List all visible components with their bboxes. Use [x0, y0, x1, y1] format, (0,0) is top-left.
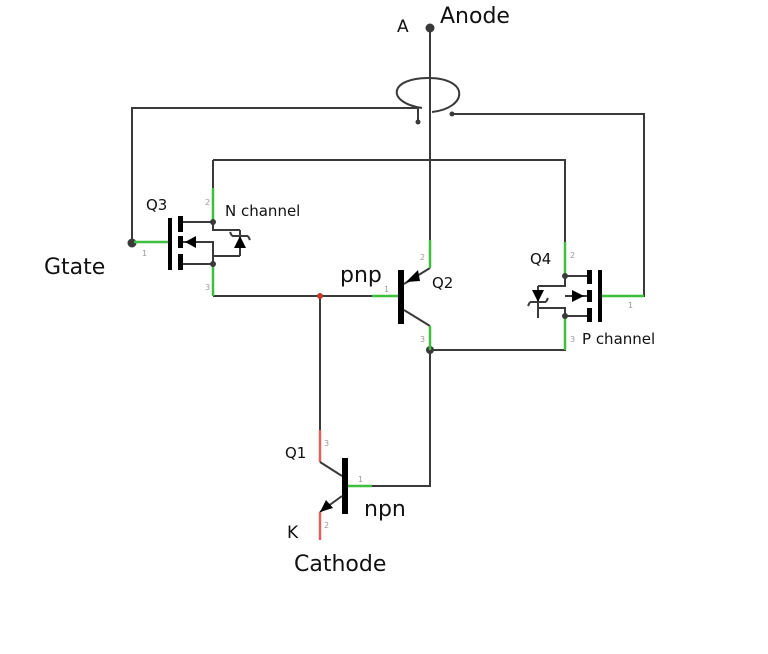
q4-pmos[interactable] — [527, 242, 644, 350]
q2-collector-leg — [403, 309, 431, 327]
q4-gate-plate — [598, 270, 602, 322]
q3-source-node — [210, 261, 216, 267]
q4-type-label: P channel — [582, 330, 655, 348]
q1-pin-2: 2 — [324, 521, 329, 530]
q1-collector-leg — [319, 461, 343, 477]
q1-pin-1: 1 — [358, 475, 363, 484]
q3-designator: Q3 — [146, 196, 167, 214]
q4-drain-node — [562, 313, 568, 319]
q1-base-plate — [342, 458, 348, 514]
q2-pnp[interactable] — [372, 240, 432, 350]
base-junction-node — [317, 293, 323, 299]
anode-label: Anode — [440, 4, 510, 29]
q1-base-wire — [362, 350, 431, 487]
q2-pin-3: 3 — [420, 335, 425, 344]
q4-channel-mid — [587, 290, 592, 302]
q3-pin-3: 3 — [205, 283, 210, 292]
q3-channel-mid — [178, 236, 183, 248]
q2-collector-wire — [429, 330, 566, 351]
gate-wire-end-node — [415, 119, 421, 125]
junction-nodes — [127, 23, 455, 354]
q3-channel-bottom — [178, 254, 183, 270]
q3-drain-leg — [183, 221, 240, 231]
labels: A Anode Gtate Q3 N channel pnp Q2 Q4 P c… — [44, 4, 655, 577]
pin-numbers: 1 2 3 1 2 3 1 2 3 1 3 2 — [142, 198, 633, 530]
anode-terminal[interactable] — [425, 23, 435, 33]
q4-channel-top — [587, 270, 592, 284]
q3-body-leg — [183, 241, 214, 264]
q4-pin-1: 1 — [628, 301, 633, 310]
q3-type-label: N channel — [225, 202, 300, 220]
q2-base-plate — [398, 270, 404, 324]
gate-label: Gtate — [44, 255, 105, 280]
wire-crossover-loop — [395, 76, 461, 113]
q4-gate-wire-end-node — [449, 111, 455, 117]
q1-pin-3: 3 — [324, 439, 329, 448]
q3-body-arrow — [185, 236, 196, 248]
q1-npn[interactable] — [318, 430, 372, 540]
q4-source-leg — [538, 275, 587, 287]
q4-source-node — [562, 273, 568, 279]
q1-type-label: npn — [364, 497, 406, 522]
q3-diode-bar — [229, 231, 251, 241]
q4-channel-bottom — [587, 308, 592, 322]
q2-pin-2: 2 — [420, 253, 425, 262]
upper-bus-wire — [213, 159, 566, 242]
q4-diode-triangle — [532, 290, 544, 302]
gate-wire — [131, 107, 419, 242]
q4-pin-2: 2 — [570, 251, 575, 260]
q2-type-label: pnp — [340, 263, 382, 288]
q2-designator: Q2 — [432, 274, 453, 292]
q4-pin-3: 3 — [570, 335, 575, 344]
q4-gate-wire — [452, 113, 645, 297]
q3-diode-triangle — [234, 236, 246, 248]
wires — [131, 28, 645, 487]
q1-designator: Q1 — [285, 444, 306, 462]
q3-gate-plate — [168, 218, 172, 270]
q3-pin-2: 2 — [205, 198, 210, 207]
q4-drain-leg — [538, 307, 587, 317]
q4-body-arrow — [572, 290, 584, 302]
q4-diode-bar — [527, 297, 549, 307]
q3-channel-top — [178, 216, 183, 232]
q2-emitter-arrow — [406, 270, 420, 282]
q3-nmos[interactable] — [134, 188, 251, 296]
q2-pin-1: 1 — [384, 285, 389, 294]
q3-drain-node — [210, 219, 216, 225]
q4-designator: Q4 — [530, 250, 551, 268]
q1-emitter-arrow — [320, 500, 333, 512]
q3-pin-1: 1 — [142, 249, 147, 258]
cathode-letter-label: K — [287, 523, 299, 543]
anode-letter-label: A — [397, 17, 409, 37]
cathode-label: Cathode — [294, 552, 386, 577]
